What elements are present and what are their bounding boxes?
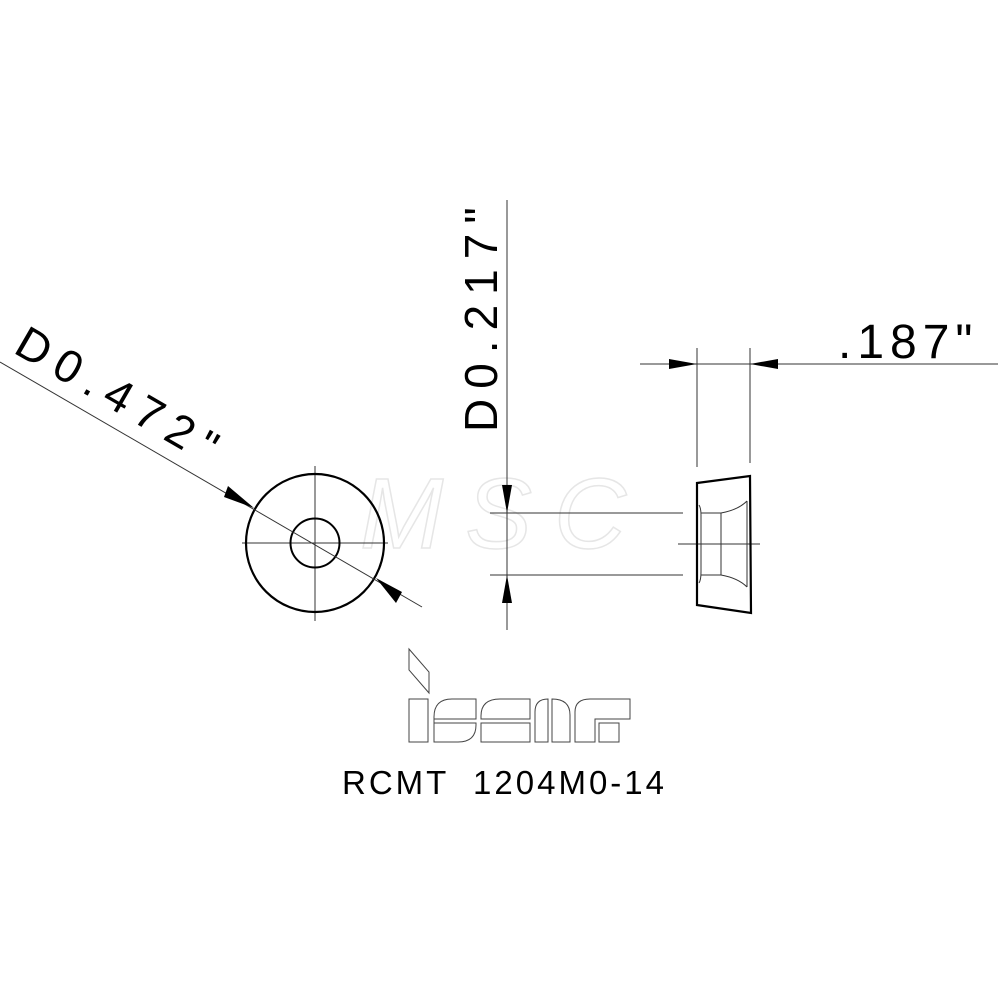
outer-circle <box>244 472 386 614</box>
hole-diameter-label: D0.217" <box>455 197 507 432</box>
logo-s-bottom <box>433 722 477 743</box>
logo-r <box>574 698 631 743</box>
logo-a-left <box>534 698 549 743</box>
logo-a-right <box>551 698 571 743</box>
arrowhead-icon <box>502 485 512 513</box>
logo-r-block <box>598 722 620 743</box>
iscar-logo <box>408 647 631 743</box>
watermark-text: MSC <box>360 458 648 570</box>
outer-diameter-label: D0.472" <box>7 316 236 478</box>
arrowhead-icon <box>376 578 402 603</box>
arrowhead-icon <box>750 359 778 369</box>
logo-c-bottom <box>480 722 531 743</box>
logo-s-top <box>433 698 477 723</box>
center-hole-circle <box>289 517 341 569</box>
logo-c-top <box>480 698 531 720</box>
logo-i-dot <box>408 647 430 695</box>
insert-profile-outline <box>695 474 753 615</box>
chamfer-line <box>698 504 702 584</box>
thickness-dimension: .187" <box>640 316 998 467</box>
watermark: MSC <box>359 457 648 571</box>
hole-diameter-dimension: D0.217" <box>455 197 683 630</box>
arrowhead-icon <box>224 486 254 508</box>
logo-i-stem <box>408 698 429 743</box>
countersink-top-curve <box>720 500 748 514</box>
arrowhead-icon <box>502 575 512 603</box>
part-number-label: RCMT 1204M0-14 <box>342 764 667 801</box>
thickness-label: .187" <box>838 316 978 369</box>
diameter-dimension-line <box>0 361 423 608</box>
front-view: D0.472" <box>0 316 423 621</box>
side-view <box>678 474 760 615</box>
countersink-bottom-curve <box>720 574 748 588</box>
arrowhead-icon <box>669 359 697 369</box>
